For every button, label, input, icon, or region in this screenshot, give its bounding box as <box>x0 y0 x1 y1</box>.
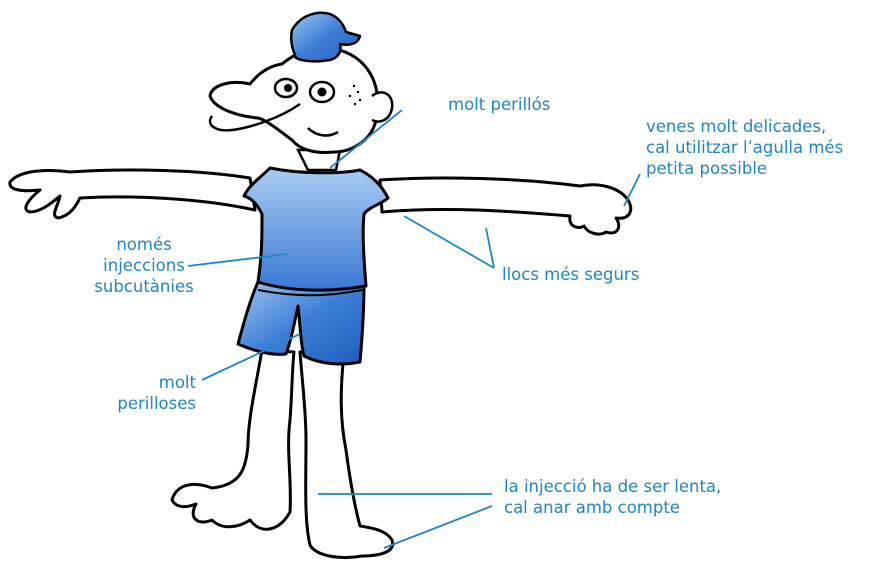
label-torso: només injeccions subcutànies <box>94 235 194 296</box>
right-arm <box>378 176 633 236</box>
shorts <box>236 280 366 366</box>
label-leg: la injecció ha de ser lenta, cal anar am… <box>504 477 722 517</box>
label-neck: molt perillós <box>448 95 551 114</box>
ear <box>371 91 394 123</box>
label-arm: llocs més segurs <box>502 265 640 284</box>
leader-leg-2 <box>383 505 493 549</box>
left-leg <box>170 348 296 531</box>
leader-hand <box>623 173 641 207</box>
head <box>208 46 380 154</box>
leader-neck <box>329 109 403 169</box>
shirt <box>242 166 390 292</box>
leader-groin <box>201 333 301 381</box>
leader-arm-2 <box>485 227 495 269</box>
left-arm <box>8 168 257 220</box>
nose <box>208 102 301 132</box>
hat <box>289 11 362 63</box>
right-leg <box>298 350 395 560</box>
label-hand: venes molt delicades, cal utilitzar l’ag… <box>646 117 844 178</box>
leader-arm-1 <box>403 215 495 269</box>
label-groin: molt perilloses <box>117 373 196 413</box>
leader-torso <box>187 253 289 267</box>
